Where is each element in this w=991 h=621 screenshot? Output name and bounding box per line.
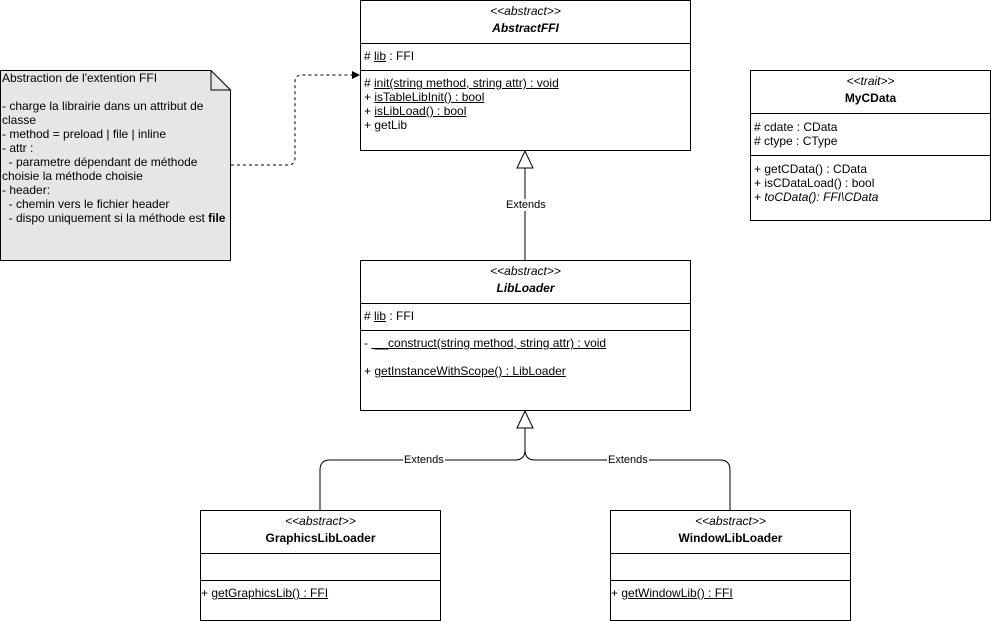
note-line-last: - dispo uniquement si la méthode est fil…: [2, 211, 226, 225]
class-header: <<abstract>> LibLoader: [361, 261, 690, 304]
class-header: <<abstract>> AbstractFFI: [361, 1, 690, 44]
extends-label-window: Extends: [607, 454, 649, 466]
class-windowlibloader[interactable]: <<abstract>> WindowLibLoader + getWindow…: [610, 510, 851, 621]
class-methods: # init(string method, string attr) : voi…: [361, 71, 690, 135]
note-link-arrowhead: [352, 71, 360, 79]
class-header: <<abstract>> WindowLibLoader: [611, 511, 850, 554]
attribute: # lib : FFI: [364, 49, 415, 63]
method: # init(string method, string attr) : voi…: [364, 76, 559, 90]
note-line: - charge la librairie dans un attribut d…: [2, 99, 204, 127]
class-name: GraphicsLibLoader: [265, 531, 376, 545]
method: - __construct(string method, string attr…: [364, 336, 607, 350]
attribute: # ctype : CType: [754, 134, 838, 148]
class-name: LibLoader: [496, 281, 555, 295]
note-shape: [0, 70, 231, 261]
method-spacer: [364, 350, 687, 364]
method: + isLibLoad() : bool: [364, 104, 467, 118]
class-header: <<trait>> MyCData: [751, 71, 990, 114]
extends-line-graphics: [319, 428, 526, 510]
class-header: <<abstract>> GraphicsLibLoader: [201, 511, 440, 554]
extends-label-graphics: Extends: [403, 454, 445, 466]
class-abstractffi[interactable]: <<abstract>> AbstractFFI # lib : FFI # i…: [360, 0, 691, 151]
class-methods: + getGraphicsLib() : FFI: [201, 581, 440, 600]
attribute: # lib : FFI: [364, 309, 415, 323]
note-line: - method = preload | file | inline: [2, 127, 166, 141]
note-line: - header:: [2, 183, 51, 197]
note-line: - attr :: [2, 141, 34, 155]
class-stereotype: <<trait>>: [846, 74, 895, 88]
extends-arrowhead-libloader: [516, 409, 534, 429]
note-link: [231, 74, 360, 166]
method: + getInstanceWithScope() : LibLoader: [364, 364, 566, 378]
attribute: # cdate : CData: [754, 120, 838, 134]
method: + getCData() : CData: [754, 162, 868, 176]
class-libloader[interactable]: <<abstract>> LibLoader # lib : FFI - __c…: [360, 260, 691, 411]
class-stereotype: <<abstract>>: [490, 264, 561, 278]
extends-arrowhead-abstractffi: [516, 149, 534, 169]
note-title: Abstraction de l'extention FFI: [2, 71, 158, 85]
class-methods: - __construct(string method, string attr…: [361, 331, 690, 381]
class-methods: + getCData() : CData + isCDataLoad() : b…: [751, 156, 990, 207]
method: + getLib: [364, 118, 408, 132]
class-graphicslibloader[interactable]: <<abstract>> GraphicsLibLoader + getGrap…: [200, 510, 441, 621]
method: + getGraphicsLib() : FFI: [201, 586, 329, 600]
class-attributes: # lib : FFI: [361, 44, 690, 71]
method: + getWindowLib() : FFI: [611, 586, 733, 600]
note-line-last-prefix: - dispo uniquement si la méthode est: [2, 211, 209, 225]
class-methods: + getWindowLib() : FFI: [611, 581, 850, 600]
method: + isTableLibInit() : bool: [364, 90, 485, 104]
extends-label-libloader: Extends: [505, 199, 547, 211]
note-line: - chemin vers le fichier header: [2, 197, 170, 211]
class-stereotype: <<abstract>>: [695, 514, 766, 528]
class-attributes: [611, 554, 850, 581]
class-attributes: # cdate : CData # ctype : CType: [751, 114, 990, 156]
method: + toCData(): FFI\CData: [754, 190, 879, 204]
class-stereotype: <<abstract>>: [285, 514, 356, 528]
class-attributes: # lib : FFI: [361, 304, 690, 331]
class-name: AbstractFFI: [492, 21, 559, 35]
note-line-last-bold: file: [208, 211, 226, 225]
note-ffi-abstraction: Abstraction de l'extention FFI - charge …: [0, 70, 231, 261]
class-mycdata[interactable]: <<trait>> MyCData # cdate : CData # ctyp…: [750, 70, 991, 221]
class-stereotype: <<abstract>>: [490, 4, 561, 18]
note-text: Abstraction de l'extention FFI - charge …: [2, 71, 226, 225]
class-name: WindowLibLoader: [678, 531, 783, 545]
class-name: MyCData: [844, 91, 897, 105]
note-line: [2, 85, 212, 99]
note-line: - parametre dépendant de méthode choisie…: [2, 155, 201, 183]
method: + isCDataLoad() : bool: [754, 176, 875, 190]
class-attributes: [201, 554, 440, 581]
